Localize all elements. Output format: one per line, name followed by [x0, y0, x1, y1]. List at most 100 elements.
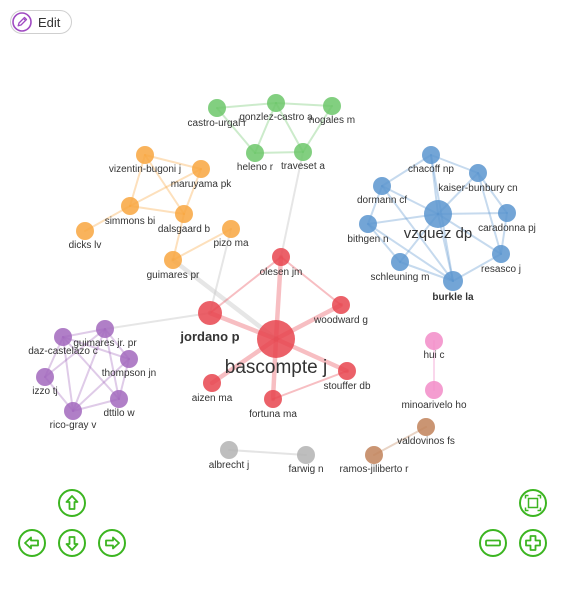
node-aizen[interactable] [203, 374, 221, 392]
node-pizo[interactable] [222, 220, 240, 238]
node-nogales[interactable] [323, 97, 341, 115]
node-guimares_jr[interactable] [96, 320, 114, 338]
node-fortuna[interactable] [264, 390, 282, 408]
node-label-vazquez[interactable]: vzquez dp [404, 225, 472, 242]
node-albrecht[interactable] [220, 441, 238, 459]
node-woodward[interactable] [332, 296, 350, 314]
node-label-dicks[interactable]: dicks lv [69, 240, 102, 251]
edge-daz-thompson [62, 336, 130, 360]
pan-up-button[interactable] [57, 488, 87, 518]
node-label-daz[interactable]: daz-castelazo c [28, 346, 97, 357]
node-label-schleuning[interactable]: schleuning m [371, 272, 430, 283]
node-jordano[interactable] [198, 301, 222, 325]
pan-right-button[interactable] [97, 528, 127, 558]
node-label-heleno[interactable]: heleno r [237, 162, 274, 173]
node-olesen[interactable] [272, 248, 290, 266]
edge-albrecht-farwig [228, 449, 307, 456]
node-valdovinos[interactable] [417, 418, 435, 436]
node-izzo[interactable] [36, 368, 54, 386]
zoom-in-button[interactable] [518, 528, 548, 558]
node-label-izzo[interactable]: izzo tj [32, 386, 58, 397]
edge-pizo-guimares_pr [172, 228, 232, 261]
node-vazquez[interactable] [424, 200, 452, 228]
edit-label: Edit [38, 14, 61, 30]
edge-gonzalez-nogales [275, 102, 333, 107]
node-label-hui[interactable]: hui c [423, 350, 444, 361]
node-label-caradonna[interactable]: caradonna pj [478, 223, 536, 234]
edit-button[interactable]: Edit [10, 10, 72, 34]
node-stouffer[interactable] [338, 362, 356, 380]
node-label-traveset[interactable]: traveset a [281, 161, 325, 172]
node-heleno[interactable] [246, 144, 264, 162]
node-chacoff[interactable] [422, 146, 440, 164]
fit-screen-button[interactable] [518, 488, 548, 518]
node-label-pizo[interactable]: pizo ma [213, 238, 248, 249]
node-label-vizentin[interactable]: vizentin-bugoni j [109, 164, 181, 175]
pan-down-button[interactable] [57, 528, 87, 558]
node-label-albrecht[interactable]: albrecht j [209, 460, 250, 471]
node-dttilo[interactable] [110, 390, 128, 408]
node-label-bascompte[interactable]: bascompte j [225, 357, 327, 378]
node-vizentin[interactable] [136, 146, 154, 164]
node-label-farwig[interactable]: farwig n [288, 464, 323, 475]
node-label-stouffer[interactable]: stouffer db [323, 381, 371, 392]
edge-chacoff-dormann [381, 154, 432, 187]
node-label-woodward[interactable]: woodward g [313, 315, 368, 326]
node-label-simmons[interactable]: simmons bi [105, 216, 156, 227]
node-dormann[interactable] [373, 177, 391, 195]
node-resasco[interactable] [492, 245, 510, 263]
edge-thompson-rico [72, 358, 130, 412]
node-bithgen[interactable] [359, 215, 377, 233]
node-kaiser[interactable] [469, 164, 487, 182]
zoom-out-button[interactable] [478, 528, 508, 558]
node-castro[interactable] [208, 99, 226, 117]
node-simmons[interactable] [121, 197, 139, 215]
node-burkle[interactable] [443, 271, 463, 291]
node-label-gonzalez[interactable]: gonzlez-castro a [239, 112, 313, 123]
edge-jordano-guimares_jr [104, 312, 211, 330]
node-label-jordano[interactable]: jordano p [179, 329, 239, 344]
node-label-nogales[interactable]: nogales m [309, 115, 355, 126]
node-label-kaiser[interactable]: kaiser-bunbury cn [438, 183, 517, 194]
node-label-resasco[interactable]: resasco j [481, 264, 521, 275]
minus-icon [479, 529, 507, 557]
node-ramos[interactable] [365, 446, 383, 464]
node-label-fortuna[interactable]: fortuna ma [249, 409, 297, 420]
node-label-dttilo[interactable]: dttilo w [103, 408, 135, 419]
edge-valdovinos-ramos [373, 426, 427, 456]
node-schleuning[interactable] [391, 253, 409, 271]
node-label-castro[interactable]: castro-urgal r [188, 118, 248, 129]
node-label-aizen[interactable]: aizen ma [192, 393, 233, 404]
node-caradonna[interactable] [498, 204, 516, 222]
node-label-ramos[interactable]: ramos-jiliberto r [340, 464, 410, 475]
node-label-minoarivelo[interactable]: minoarivelo ho [401, 400, 466, 411]
node-label-rico[interactable]: rico-gray v [50, 420, 97, 431]
node-dalsgaard[interactable] [175, 205, 193, 223]
node-farwig[interactable] [297, 446, 315, 464]
node-label-guimares_pr[interactable]: guimares pr [147, 270, 200, 281]
node-label-bithgen[interactable]: bithgen n [347, 234, 388, 245]
node-label-dalsgaard[interactable]: dalsgaard b [158, 224, 211, 235]
node-rico[interactable] [64, 402, 82, 420]
node-label-burkle[interactable]: burkle la [432, 292, 474, 303]
node-daz[interactable] [54, 328, 72, 346]
edge-bithgen-burkle [367, 223, 454, 282]
node-label-olesen[interactable]: olesen jm [260, 267, 303, 278]
node-label-thompson[interactable]: thompson jn [102, 368, 156, 379]
node-label-valdovinos[interactable]: valdovinos fs [397, 436, 455, 447]
node-hui[interactable] [425, 332, 443, 350]
node-minoarivelo[interactable] [425, 381, 443, 399]
node-bascompte[interactable] [257, 320, 295, 358]
node-guimares_pr[interactable] [164, 251, 182, 269]
node-dicks[interactable] [76, 222, 94, 240]
node-label-guimares_jr[interactable]: guimares jr. pr [73, 338, 137, 349]
node-label-dormann[interactable]: dormann cf [357, 195, 407, 206]
node-traveset[interactable] [294, 143, 312, 161]
node-gonzalez[interactable] [267, 94, 285, 112]
node-label-maruyama[interactable]: maruyama pk [171, 179, 233, 190]
node-thompson[interactable] [120, 350, 138, 368]
pan-left-button[interactable] [17, 528, 47, 558]
node-maruyama[interactable] [192, 160, 210, 178]
node-label-chacoff[interactable]: chacoff np [408, 164, 454, 175]
